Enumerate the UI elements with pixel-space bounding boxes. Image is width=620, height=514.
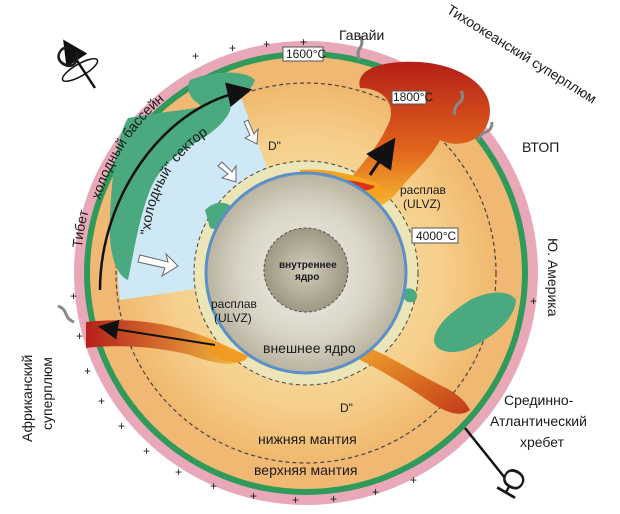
svg-text:+: + <box>118 419 125 433</box>
cold-basin-flow-arrow <box>98 82 253 291</box>
melt-right-label: расплав <box>400 183 446 197</box>
melt-left-label: расплав <box>211 297 257 311</box>
crust-plus-marks: + + + + + + + + + + + + + + + + + + <box>70 35 537 507</box>
temp-box-4000 <box>411 227 459 244</box>
vtop-label: ВТОП <box>522 139 559 155</box>
temp-label-1800: 1800°C <box>393 90 433 104</box>
core-mantle-boundary <box>204 171 408 375</box>
outer-core-label: внешнее ядро <box>263 340 356 356</box>
svg-text:+: + <box>300 35 307 49</box>
south-america-slab <box>434 292 516 353</box>
svg-text:+: + <box>143 444 150 458</box>
tibet-label: Тибет <box>69 207 91 248</box>
svg-text:+: + <box>372 485 379 499</box>
core-blob-right <box>402 288 418 303</box>
svg-text:+: + <box>250 489 257 503</box>
transition-zone-line <box>115 82 497 464</box>
svg-text:+: + <box>98 394 105 408</box>
plume-up-arrow <box>366 137 396 176</box>
svg-text:+: + <box>70 289 77 303</box>
temp-label-1600: 1600°C <box>286 47 326 61</box>
ulvz-left-label: (ULVZ) <box>214 311 252 325</box>
ulvz-right-label: (ULVZ) <box>403 197 441 211</box>
rotation-axis <box>63 39 97 89</box>
inner-core-label-1: внутреннее <box>279 260 337 271</box>
subducting-slab <box>109 100 231 280</box>
mid-atlantic-label-2: Атлантический <box>490 413 587 429</box>
svg-text:+: + <box>530 294 537 308</box>
hotspot-smoke-icons <box>57 35 494 324</box>
african-superplume-label-2: суперплюм <box>39 357 55 430</box>
svg-text:+: + <box>330 492 337 506</box>
mid-atlantic-label-3: хребет <box>520 434 565 450</box>
south-axis <box>464 427 506 479</box>
cold-sector-white-arrows <box>137 119 259 278</box>
african-flow-arrow <box>98 319 216 346</box>
ulvz-left <box>200 335 248 363</box>
rotation-arrow-icon <box>61 57 99 83</box>
svg-text:+: + <box>76 329 83 343</box>
dpp-top-label: D" <box>268 139 281 153</box>
african-superplume-label-1: Африканский <box>19 355 35 442</box>
mid-atlantic-label-1: Срединно- <box>504 392 574 408</box>
svg-text:+: + <box>410 473 417 487</box>
inner-core <box>264 228 348 312</box>
lower-mantle-label: нижняя мантия <box>258 431 357 447</box>
svg-text:+: + <box>292 493 299 507</box>
svg-text:+: + <box>175 465 182 479</box>
svg-text:+: + <box>263 37 270 51</box>
svg-text:+: + <box>210 479 217 493</box>
south-america-label: Ю. Америка <box>545 238 561 317</box>
svg-text:+: + <box>192 49 199 63</box>
upper-mantle-label: верхняя мантия <box>254 462 357 478</box>
svg-text:+: + <box>229 41 236 55</box>
temp-label-4000: 4000°C <box>416 229 456 243</box>
hawaii-label: Гавайи <box>339 27 384 43</box>
svg-text:+: + <box>84 364 91 378</box>
dpp-boundary <box>193 160 419 386</box>
temp-box-1600 <box>282 46 324 62</box>
inner-core-label-2: ядро <box>295 272 319 283</box>
dpp-bottom-label: D" <box>340 401 353 415</box>
temp-box-1800 <box>391 90 427 105</box>
atlantic-plume <box>360 345 470 414</box>
inner-core-outline <box>263 227 349 313</box>
subducting-slab-upper <box>188 72 255 108</box>
